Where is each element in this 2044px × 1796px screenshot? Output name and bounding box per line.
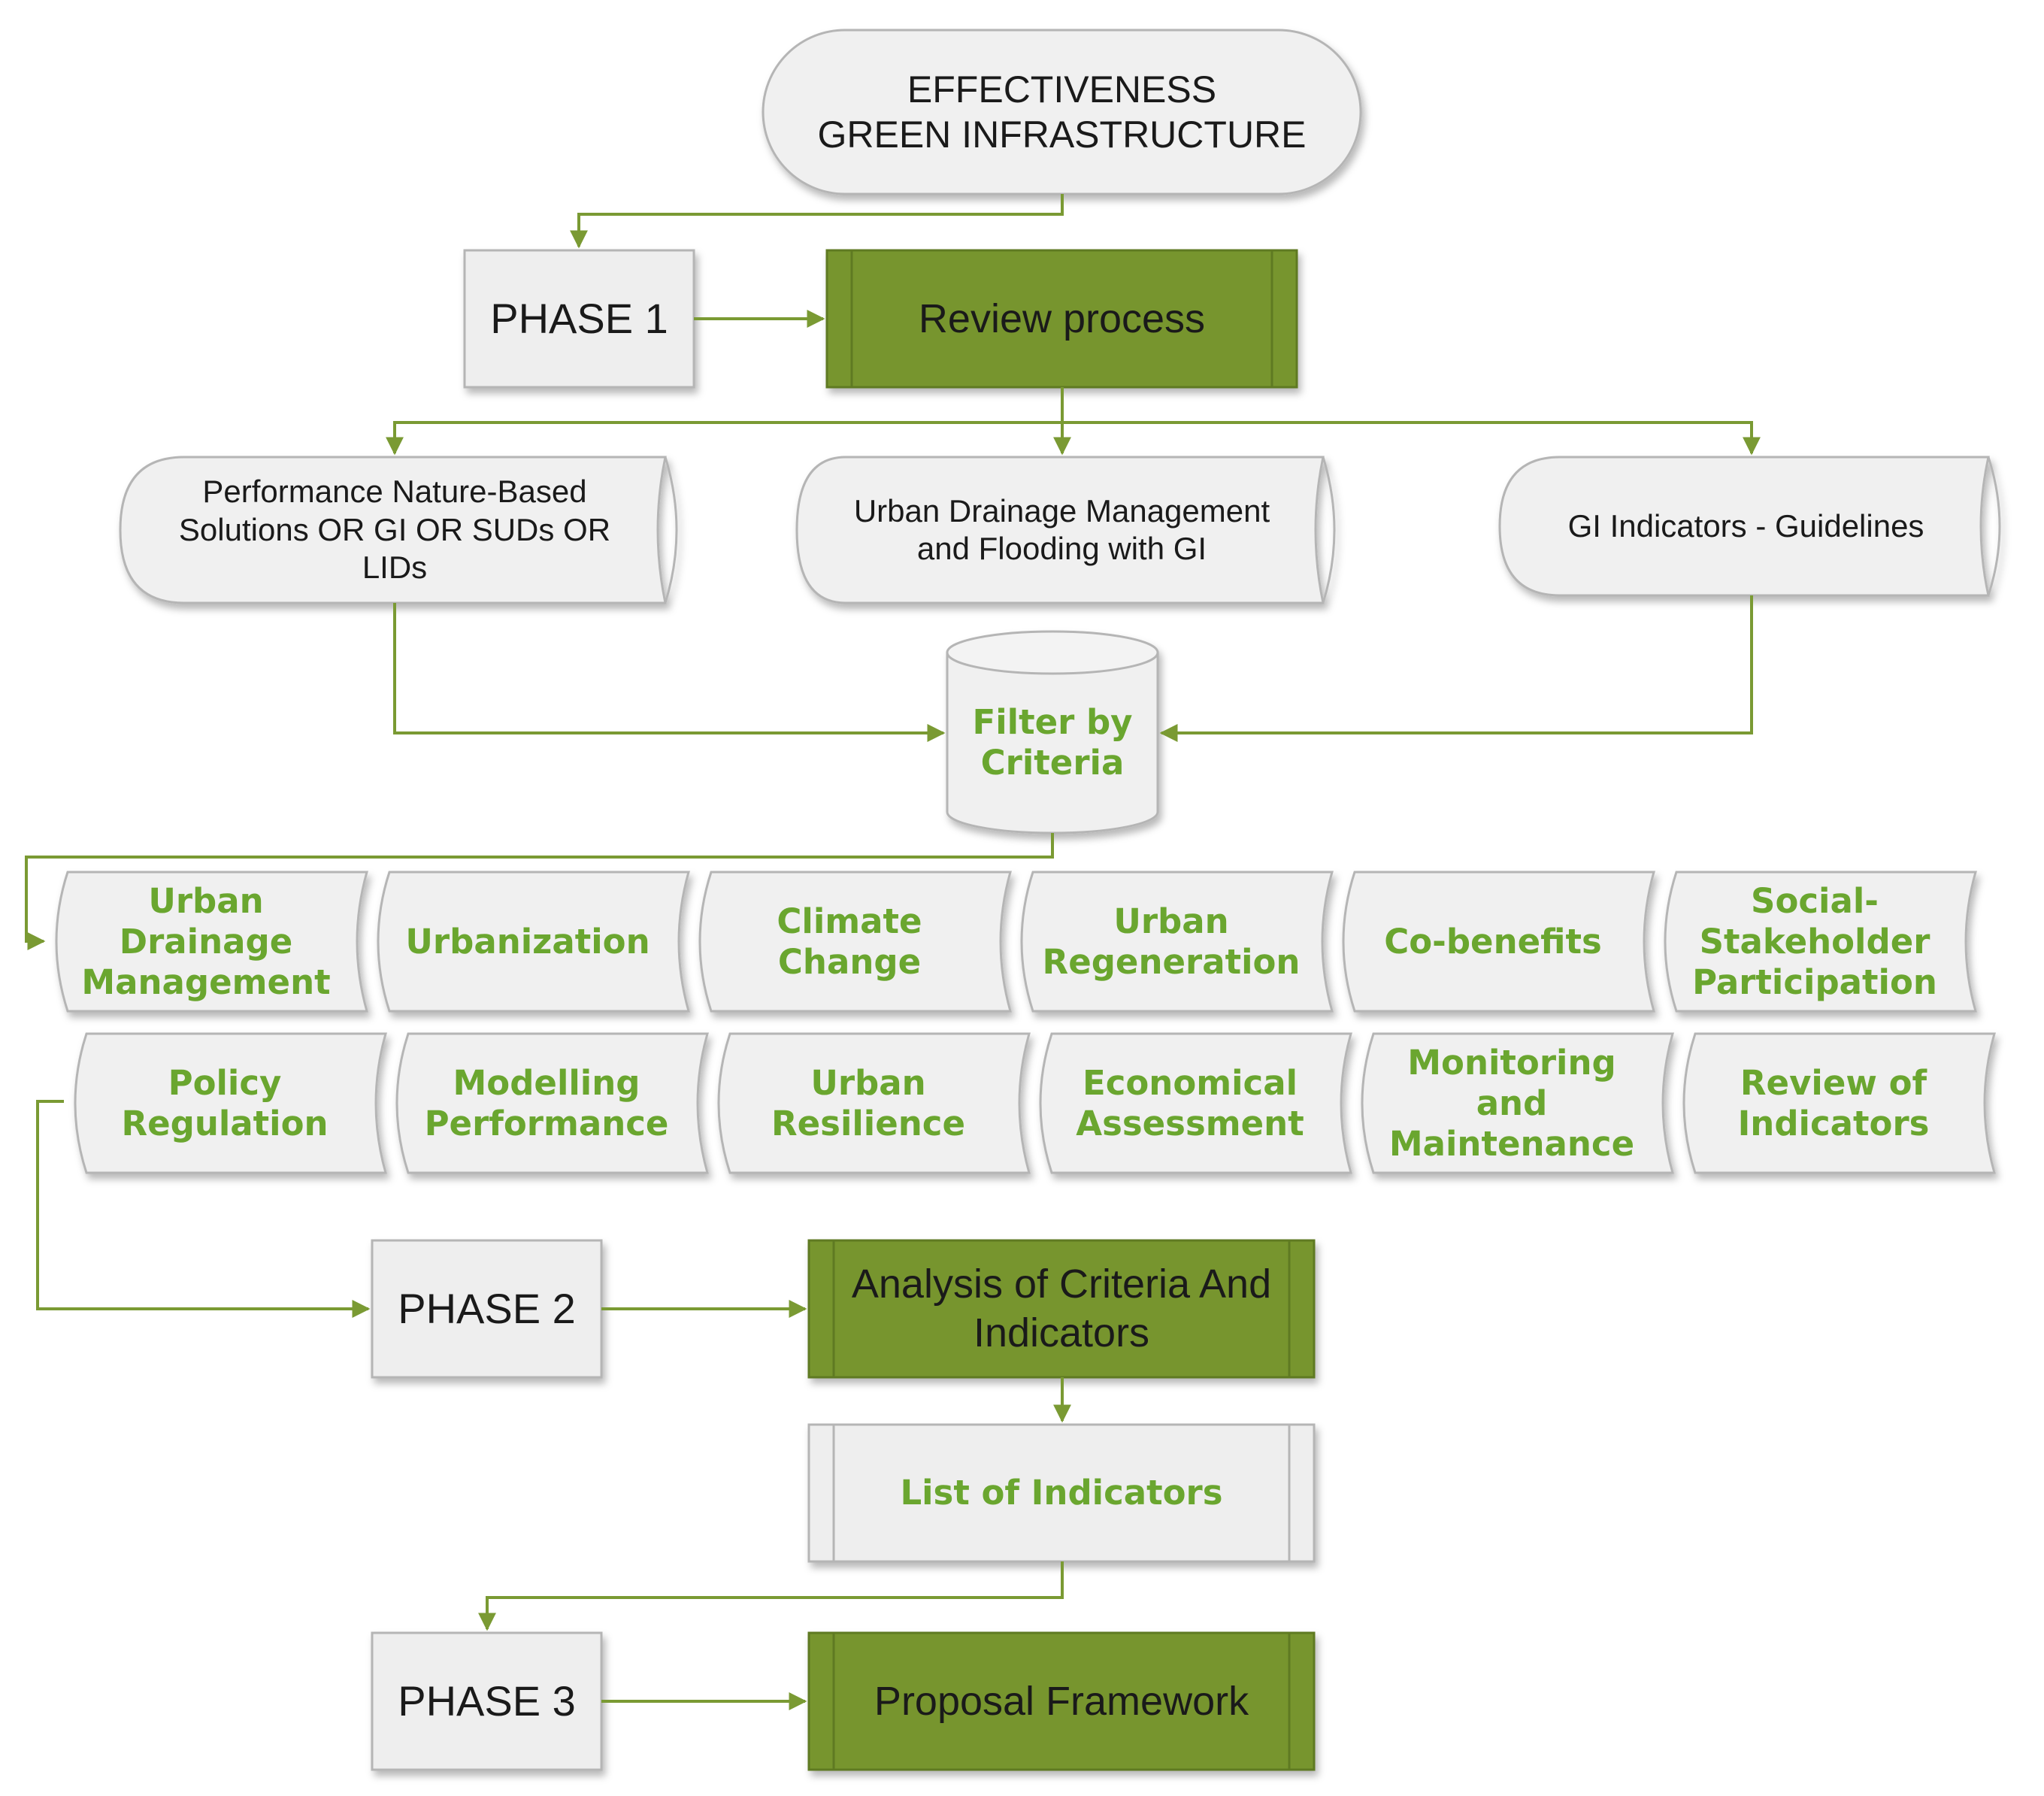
source-shape-2 bbox=[795, 456, 1336, 604]
list-of-indicators-label: List of Indicators bbox=[900, 1473, 1223, 1513]
criteria-row2-label-2: Urban Resilience bbox=[771, 1062, 965, 1143]
criteria_row2-shape-3 bbox=[1039, 1032, 1352, 1174]
analysis-label: Analysis of Criteria And Indicators bbox=[851, 1261, 1272, 1355]
criteria_row2-shape-4 bbox=[1361, 1032, 1674, 1174]
connector-review-source3 bbox=[1062, 421, 1761, 456]
source-label-1: Performance Nature-Based Solutions OR GI… bbox=[178, 474, 611, 586]
review-process-label: Review process bbox=[918, 295, 1206, 341]
connector-filter-criteria bbox=[25, 833, 1054, 950]
phase3-box bbox=[371, 1631, 603, 1771]
proposal-shape bbox=[807, 1631, 1316, 1771]
filter-cylinder bbox=[946, 630, 1159, 834]
list-shape bbox=[807, 1423, 1316, 1563]
phase2-box bbox=[371, 1239, 603, 1379]
criteria_row2-shape-5 bbox=[1682, 1032, 1996, 1174]
title-node: EFFECTIVENESS GREEN INFRASTRUCTURE bbox=[817, 68, 1307, 156]
criteria-row1-label-3: Urban Regeneration bbox=[1042, 901, 1301, 982]
analysis-shape bbox=[807, 1239, 1316, 1379]
criteria-row1-label-4: Co-benefits bbox=[1384, 921, 1602, 962]
source-label-3: GI Indicators - Guidelines bbox=[1567, 507, 1924, 544]
source-label-2: Urban Drainage Management and Flooding w… bbox=[853, 492, 1270, 566]
criteria_row1-shape-5 bbox=[1664, 871, 1977, 1013]
criteria_row2-shape-1 bbox=[395, 1032, 709, 1174]
criteria-row1-label-5: Social- Stakeholder Participation bbox=[1692, 880, 1937, 1002]
source-shape-1 bbox=[119, 456, 678, 604]
criteria-row1-label-2: Climate Change bbox=[777, 901, 922, 982]
criteria_row2-shape-2 bbox=[717, 1032, 1031, 1174]
phase1-label: PHASE 1 bbox=[490, 295, 668, 343]
connector-list-phase3 bbox=[478, 1561, 1064, 1631]
criteria_row1-shape-1 bbox=[377, 871, 690, 1013]
criteria_row1-shape-0 bbox=[55, 871, 368, 1013]
criteria-row2-label-0: Policy Regulation bbox=[121, 1062, 329, 1143]
criteria-row2-label-5: Review of Indicators bbox=[1737, 1062, 1930, 1143]
connector-review-source1 bbox=[386, 387, 1064, 456]
criteria-row2-label-3: Economical Assessment bbox=[1076, 1062, 1304, 1143]
criteria-row2-label-1: Modelling Performance bbox=[424, 1062, 669, 1143]
phase1-box bbox=[463, 249, 695, 389]
criteria_row2-shape-0 bbox=[74, 1032, 387, 1174]
criteria_row1-shape-4 bbox=[1342, 871, 1655, 1013]
filter-label: Filter by Criteria bbox=[972, 701, 1133, 783]
phase2-label: PHASE 2 bbox=[398, 1285, 576, 1333]
criteria-row1-label-0: Urban Drainage Management bbox=[81, 880, 331, 1002]
connector-source3-filter bbox=[1159, 595, 1753, 742]
criteria_row1-shape-3 bbox=[1020, 871, 1334, 1013]
connector-title-phase1 bbox=[570, 194, 1064, 249]
criteria-shapes bbox=[55, 871, 1996, 1174]
criteria-row1-label-1: Urbanization bbox=[405, 921, 650, 962]
connectors bbox=[25, 194, 1761, 1710]
connector-source1-filter bbox=[393, 603, 946, 742]
criteria-row2-label-4: Monitoring and Maintenance bbox=[1388, 1042, 1635, 1164]
proposal-label: Proposal Framework bbox=[874, 1678, 1249, 1724]
source-shape-3 bbox=[1498, 456, 2001, 597]
phase3-label: PHASE 3 bbox=[398, 1677, 576, 1725]
connector-criteria-phase2 bbox=[36, 1100, 371, 1318]
review-process-shape bbox=[825, 249, 1298, 389]
criteria_row1-shape-2 bbox=[698, 871, 1012, 1013]
